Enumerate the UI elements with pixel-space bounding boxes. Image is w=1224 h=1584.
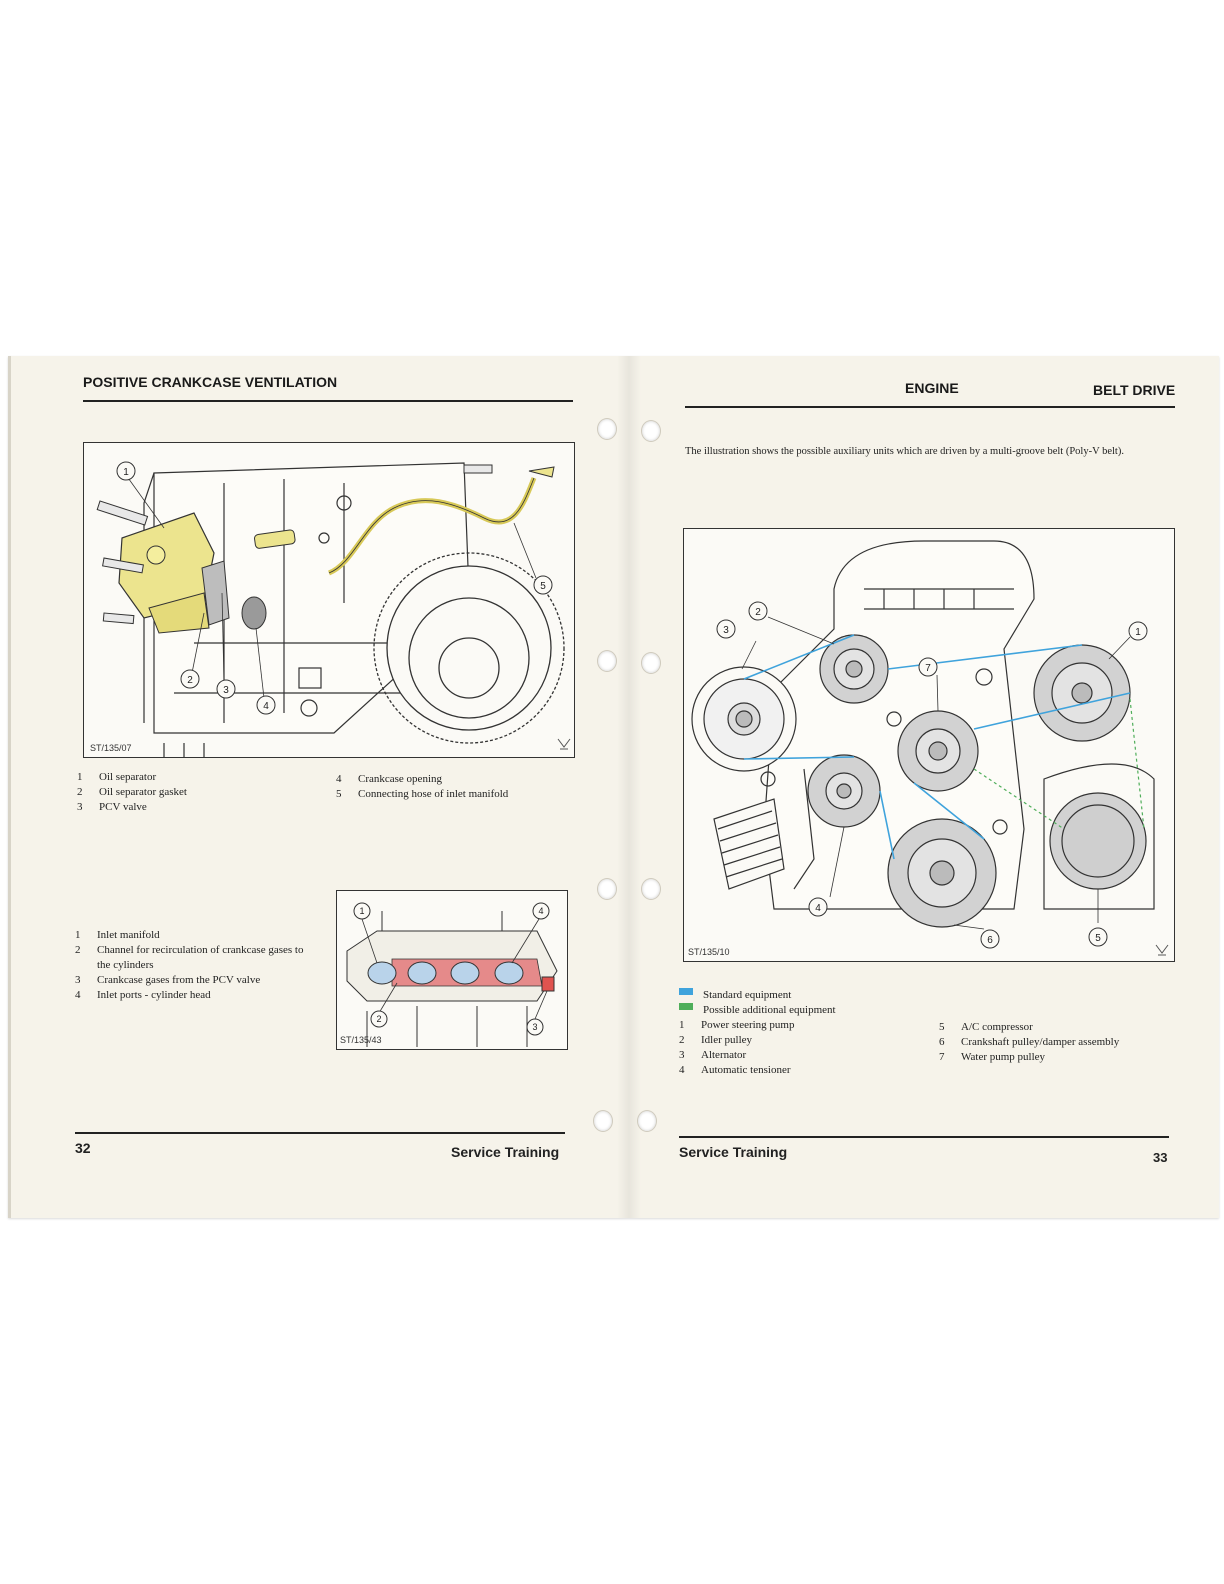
section-label: ENGINE bbox=[905, 380, 959, 396]
binder-hole bbox=[597, 650, 617, 672]
callout-3-label: 3 bbox=[723, 625, 729, 636]
left-page: POSITIVE CRANKCASE VENTILATION bbox=[11, 356, 627, 1218]
figure-code: ST/135/07 bbox=[90, 743, 132, 753]
binder-hole bbox=[593, 1110, 613, 1132]
color-key: Standard equipment Possible additional e… bbox=[679, 988, 959, 1018]
callout-3-label: 3 bbox=[532, 1022, 537, 1032]
belt-drive-illustration: 1 2 3 4 5 6 7 bbox=[691, 540, 1169, 956]
key-standard: Standard equipment bbox=[679, 988, 959, 1003]
green-swatch-icon bbox=[679, 1003, 693, 1010]
page-number: 33 bbox=[1153, 1150, 1168, 1165]
publisher-logo-icon bbox=[557, 738, 571, 750]
pcv-illustration: 1 2 3 4 5 bbox=[96, 461, 571, 757]
callout-4 bbox=[256, 695, 276, 715]
callout-4-label: 4 bbox=[538, 906, 543, 916]
book-spread: POSITIVE CRANKCASE VENTILATION bbox=[8, 356, 1219, 1218]
callout-2-label: 2 bbox=[187, 675, 193, 686]
callout-5-label: 5 bbox=[540, 581, 546, 592]
blue-swatch-icon bbox=[679, 988, 693, 995]
right-page-header: BELT DRIVE bbox=[1093, 382, 1176, 398]
callout-1-label: 1 bbox=[1135, 627, 1141, 638]
callout-5 bbox=[533, 575, 553, 595]
binder-hole bbox=[597, 418, 617, 440]
belt-drive-figure: 1 2 3 4 5 6 7 ST/135/10 bbox=[683, 528, 1175, 962]
footer-title: Service Training bbox=[679, 1144, 788, 1160]
binder-hole bbox=[641, 878, 661, 900]
binder-hole bbox=[641, 652, 661, 674]
callout-5-label: 5 bbox=[1095, 933, 1101, 944]
header-rule bbox=[685, 406, 1175, 408]
callout-2 bbox=[180, 669, 200, 689]
figure-code: ST/135/43 bbox=[340, 1035, 382, 1045]
key-optional: Possible additional equipment bbox=[679, 1003, 959, 1018]
footer-rule bbox=[679, 1136, 1169, 1138]
intro-text: The illustration shows the possible auxi… bbox=[685, 446, 1124, 457]
callout-1 bbox=[116, 461, 136, 481]
callout-7-label: 7 bbox=[925, 663, 931, 674]
callout-3 bbox=[216, 679, 236, 699]
callout-2-label: 2 bbox=[755, 607, 761, 618]
inlet-manifold-illustration: 1 2 3 4 bbox=[346, 902, 558, 1047]
binder-hole bbox=[637, 1110, 657, 1132]
callout-3-label: 3 bbox=[223, 685, 229, 696]
pcv-figure: 1 2 3 4 5 ST/135/07 bbox=[83, 442, 575, 758]
figure-code: ST/135/10 bbox=[688, 947, 730, 957]
binder-hole bbox=[597, 878, 617, 900]
header-rule bbox=[83, 400, 573, 402]
page-number: 32 bbox=[75, 1140, 91, 1156]
footer-title: Service Training bbox=[451, 1144, 560, 1160]
left-page-header: POSITIVE CRANKCASE VENTILATION bbox=[83, 374, 338, 390]
callout-1-label: 1 bbox=[123, 467, 129, 478]
inlet-manifold-figure: 1 2 3 4 ST/135/43 bbox=[336, 890, 568, 1050]
callout-1-label: 1 bbox=[359, 906, 364, 916]
binding-gutter bbox=[617, 356, 641, 1218]
callout-4-label: 4 bbox=[263, 701, 269, 712]
footer-rule bbox=[75, 1132, 565, 1134]
callout-4-label: 4 bbox=[815, 903, 821, 914]
binder-hole bbox=[641, 420, 661, 442]
right-page: ENGINE BELT DRIVE The illustration shows… bbox=[627, 356, 1219, 1218]
callout-2-label: 2 bbox=[376, 1014, 381, 1024]
publisher-logo-icon bbox=[1155, 944, 1169, 956]
callout-6-label: 6 bbox=[987, 935, 993, 946]
